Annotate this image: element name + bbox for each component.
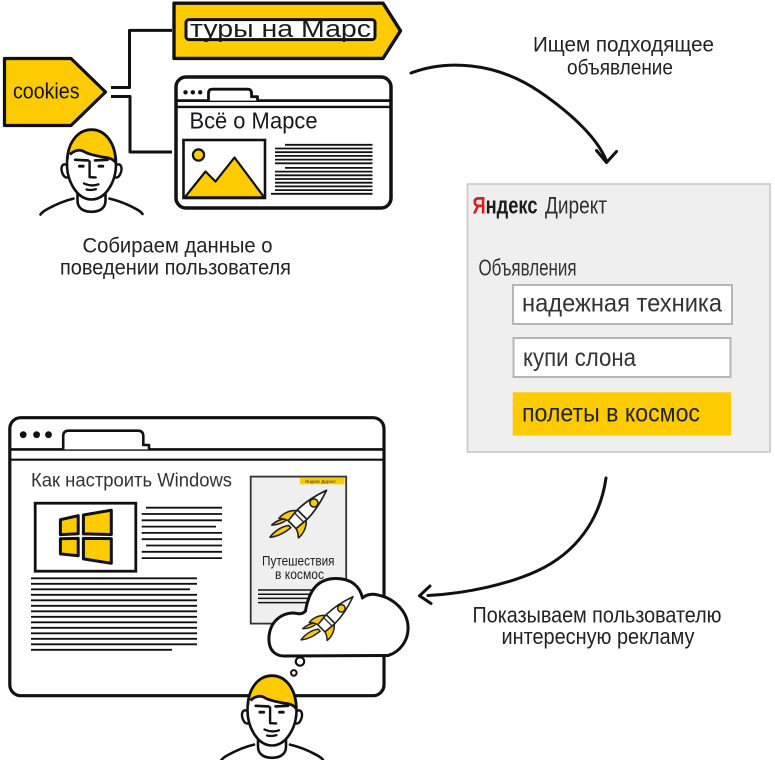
svg-text:объявление: объявление	[567, 57, 673, 80]
svg-text:Ищем подходящее: Ищем подходящее	[533, 34, 714, 57]
svg-text:поведении пользователя: поведении пользователя	[60, 257, 291, 280]
svg-text:Как настроить Windows: Как настроить Windows	[31, 470, 232, 492]
svg-text:Собираем данные о: Собираем данные о	[83, 235, 273, 258]
svg-text:Путешествия: Путешествия	[262, 554, 335, 569]
svg-text:Показываем пользователю: Показываем пользователю	[473, 603, 722, 628]
svg-text:Объявления: Объявления	[479, 255, 577, 281]
svg-text:Яндекс: Яндекс	[473, 193, 538, 220]
svg-text:туры на Марс: туры на Марс	[190, 16, 371, 43]
svg-text:полеты в космос: полеты в космос	[522, 400, 700, 428]
svg-text:интересную рекламу: интересную рекламу	[502, 624, 695, 649]
svg-text:Директ: Директ	[545, 193, 607, 220]
svg-text:купи слона: купи слона	[523, 344, 636, 372]
svg-text:Всё о Марсе: Всё о Марсе	[190, 108, 318, 134]
svg-text:в космос: в космос	[275, 567, 324, 582]
svg-text:Яндекс Директ: Яндекс Директ	[305, 479, 336, 484]
svg-text:надежная техника: надежная техника	[522, 290, 722, 318]
svg-text:cookies: cookies	[13, 79, 80, 104]
